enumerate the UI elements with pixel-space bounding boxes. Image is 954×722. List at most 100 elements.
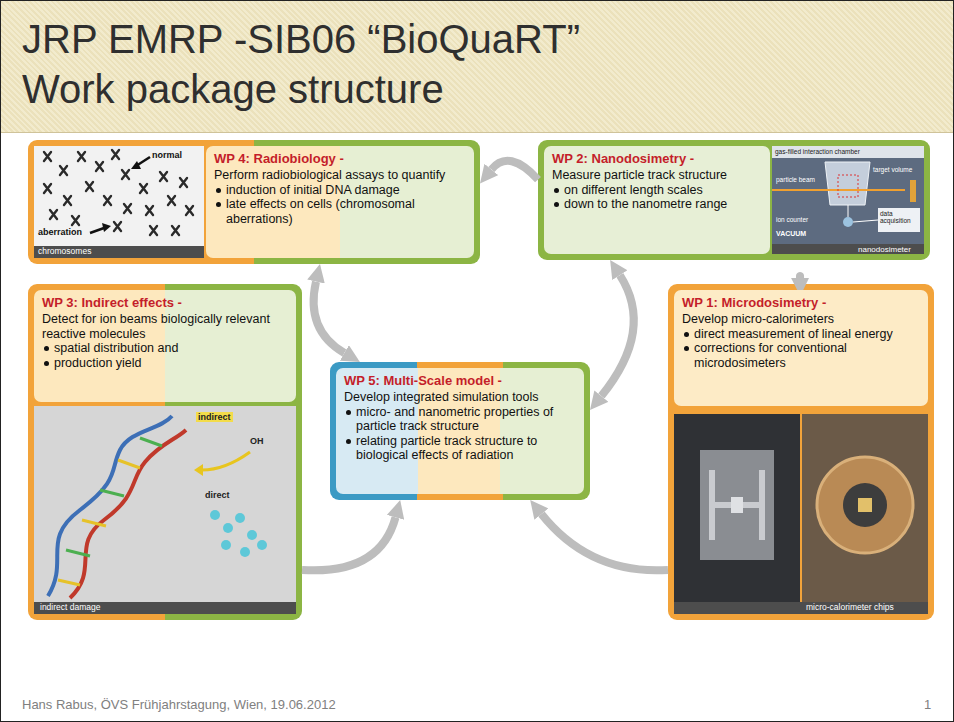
chromosome bbox=[140, 184, 147, 193]
ion-hit bbox=[221, 540, 231, 550]
chromosome bbox=[44, 184, 51, 193]
bullet-item: spatial distribution and bbox=[42, 341, 288, 356]
flow-arrow bbox=[796, 276, 804, 284]
bullet-item: corrections for conventional microdosime… bbox=[682, 341, 920, 370]
picture-label: direct bbox=[205, 490, 230, 500]
package-heading: WP 5: Multi-Scale model - bbox=[344, 372, 576, 389]
trigger-detector bbox=[910, 180, 916, 202]
chromosome bbox=[122, 170, 129, 179]
copper-holder bbox=[817, 457, 913, 553]
caption-strip bbox=[674, 602, 928, 614]
bullet-item: down to the nanometre range bbox=[552, 197, 762, 212]
text-card: WP 4: Radiobiology -Perform radiobiologi… bbox=[206, 146, 474, 258]
pointer-head bbox=[102, 223, 111, 232]
chromosome bbox=[146, 206, 153, 215]
work-package-panel: WP 2: Nanodosimetry -Measure particle tr… bbox=[538, 140, 930, 260]
base-pair bbox=[118, 460, 140, 468]
panel-frame bbox=[28, 140, 480, 264]
panel-frame bbox=[668, 284, 934, 620]
acquisition-box bbox=[878, 208, 920, 232]
slide-title: JRP EMRP -SIB06 “BioQuaRT” Work package … bbox=[22, 14, 622, 114]
base-pair bbox=[82, 520, 106, 526]
ion-hit bbox=[210, 510, 220, 520]
chromosome bbox=[78, 152, 85, 161]
package-heading: WP 4: Radiobiology - bbox=[214, 150, 466, 167]
chip bbox=[700, 450, 774, 560]
radical-arrow bbox=[202, 452, 250, 470]
bullet-item: induction of initial DNA damage bbox=[214, 183, 466, 198]
panel-frame bbox=[538, 140, 930, 260]
bullet-dot bbox=[684, 346, 689, 351]
radical-arrow-head bbox=[194, 464, 203, 476]
caption-strip bbox=[772, 244, 924, 254]
bullet-dot bbox=[44, 346, 49, 351]
bullet-dot bbox=[346, 410, 351, 415]
package-heading: WP 3: Indirect effects - bbox=[42, 294, 288, 311]
nanodosimeter-picture bbox=[772, 146, 924, 254]
ion-path bbox=[848, 205, 849, 217]
chromosome-picture bbox=[34, 146, 204, 258]
interaction-chamber bbox=[825, 162, 870, 205]
chromosome bbox=[124, 204, 131, 213]
picture-label: chromosomes bbox=[38, 247, 91, 257]
picture-label: particle beam bbox=[776, 176, 815, 183]
bullet-item: direct measurement of lineal energy bbox=[682, 327, 920, 342]
chromosome bbox=[104, 196, 111, 205]
package-description: Detect for ion beams biologically releva… bbox=[42, 312, 288, 341]
chromosome bbox=[50, 210, 57, 219]
chromosome bbox=[114, 222, 121, 231]
bullet-item: production yield bbox=[42, 356, 288, 371]
package-description: Develop micro-calorimeters bbox=[682, 312, 920, 327]
picture-ground bbox=[34, 406, 296, 602]
chromosome bbox=[168, 196, 175, 205]
bullet-dot bbox=[216, 202, 221, 207]
flow-arrow bbox=[314, 282, 345, 353]
picture-label: target volume bbox=[873, 166, 912, 173]
chip-die bbox=[858, 498, 872, 512]
chip-pattern bbox=[712, 470, 762, 540]
package-heading: WP 2: Nanodosimetry - bbox=[552, 150, 762, 167]
bullet-dot bbox=[44, 361, 49, 366]
pointer-arrow bbox=[90, 228, 104, 233]
picture-label: indirect bbox=[196, 412, 233, 422]
picture-label: normal bbox=[152, 150, 182, 160]
picture-ground bbox=[34, 146, 204, 246]
ion-hit bbox=[235, 513, 245, 523]
ion-hit bbox=[240, 547, 250, 557]
panel-frame bbox=[28, 284, 302, 620]
base-pair bbox=[58, 580, 80, 585]
ion-hit bbox=[257, 540, 267, 550]
dna-picture bbox=[34, 406, 296, 614]
bullet-dot bbox=[554, 188, 559, 193]
footer-text: Hans Rabus, ÖVS Frühjahrstagung, Wien, 1… bbox=[22, 698, 336, 713]
picture-label: ion counter bbox=[776, 216, 808, 223]
dna-strand bbox=[70, 430, 186, 598]
bullet-dot bbox=[216, 188, 221, 193]
chromosome bbox=[150, 226, 157, 235]
flow-arrow bbox=[601, 275, 633, 396]
panel-frame bbox=[330, 362, 590, 500]
picture-ground bbox=[772, 146, 924, 244]
chip-photo bbox=[802, 414, 928, 602]
bullet-dot bbox=[346, 439, 351, 444]
work-package-panel: WP 1: Microdosimetry -Develop micro-calo… bbox=[668, 284, 934, 620]
picture-label: nanodosimeter bbox=[858, 245, 911, 254]
caption-strip bbox=[34, 246, 204, 258]
chromosome bbox=[64, 196, 71, 205]
pointer-head bbox=[131, 161, 141, 169]
chamber-bar bbox=[772, 146, 924, 158]
base-pair bbox=[100, 490, 124, 496]
chip-photo bbox=[674, 414, 800, 602]
holder-bore bbox=[843, 483, 887, 527]
work-package-panel: WP 3: Indirect effects -Detect for ion b… bbox=[28, 284, 302, 620]
ion-hit bbox=[223, 523, 233, 533]
picture-label: data acquisition bbox=[880, 210, 918, 225]
chromosome bbox=[112, 150, 119, 159]
footer-text: 1 bbox=[924, 698, 931, 713]
package-description: Perform radiobiological assays to quanti… bbox=[214, 168, 466, 183]
picture-label: indirect damage bbox=[40, 603, 100, 613]
chromosome bbox=[86, 182, 93, 191]
picture-label: aberration bbox=[38, 227, 82, 237]
base-pair bbox=[66, 550, 90, 556]
